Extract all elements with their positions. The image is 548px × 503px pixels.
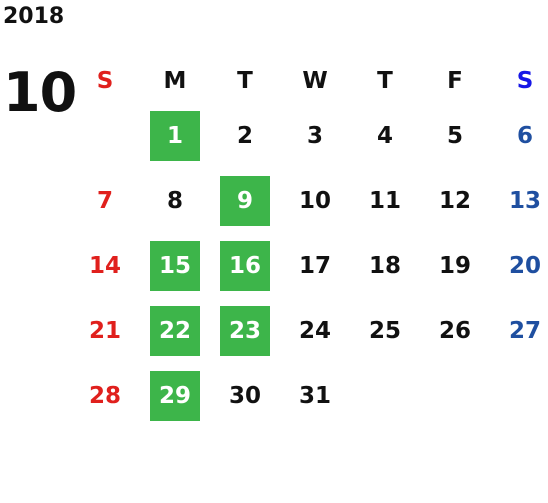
day-number: 9	[220, 176, 270, 226]
day-cell[interactable]: 30	[210, 370, 280, 422]
highlighted-day-cell[interactable]: 16	[210, 240, 280, 292]
day-cell[interactable]: 4	[350, 110, 420, 162]
day-number: 21	[88, 318, 121, 344]
day-cell[interactable]: 18	[350, 240, 420, 292]
day-cell[interactable]: 11	[350, 175, 420, 227]
day-cell[interactable]: 14	[70, 240, 140, 292]
weekday-wednesday: W	[302, 68, 328, 94]
day-number: 5	[446, 123, 463, 149]
day-cell[interactable]: 6	[490, 110, 548, 162]
day-number: 10	[298, 188, 331, 214]
day-number: 1	[150, 111, 200, 161]
day-cell[interactable]: 10	[280, 175, 350, 227]
calendar-week-row: 14 15 16 17 18 19 20	[70, 240, 548, 305]
day-number: 17	[298, 253, 331, 279]
highlighted-day-cell[interactable]: 23	[210, 305, 280, 357]
highlighted-day-cell[interactable]: 22	[140, 305, 210, 357]
day-number: 18	[368, 253, 401, 279]
day-cell[interactable]: 3	[280, 110, 350, 162]
calendar-week-row: 21 22 23 24 25 26 27	[70, 305, 548, 370]
day-cell[interactable]: 21	[70, 305, 140, 357]
day-number: 22	[150, 306, 200, 356]
day-cell[interactable]: 27	[490, 305, 548, 357]
weekday-saturday: S	[516, 68, 534, 94]
day-number: 16	[220, 241, 270, 291]
day-number: 7	[96, 188, 113, 214]
day-number: 23	[220, 306, 270, 356]
day-cell[interactable]: 5	[420, 110, 490, 162]
day-number: 27	[508, 318, 541, 344]
weekday-friday: F	[447, 68, 463, 94]
day-cell[interactable]: 31	[280, 370, 350, 422]
calendar-week-row: 28 29 30 31	[70, 370, 548, 435]
day-number: 8	[166, 188, 183, 214]
day-cell[interactable]: 28	[70, 370, 140, 422]
highlighted-day-cell[interactable]: 1	[140, 110, 210, 162]
calendar-week-row: 7 8 9 10 11 12 13	[70, 175, 548, 240]
day-cell[interactable]: 20	[490, 240, 548, 292]
weekday-header-row: S M T W T F S	[70, 58, 548, 110]
highlighted-day-cell[interactable]: 15	[140, 240, 210, 292]
day-cell[interactable]: 2	[210, 110, 280, 162]
day-number: 12	[438, 188, 471, 214]
day-cell[interactable]: 17	[280, 240, 350, 292]
day-cell[interactable]: 25	[350, 305, 420, 357]
empty-day-cell	[420, 370, 490, 422]
day-number: 29	[150, 371, 200, 421]
day-number: 19	[438, 253, 471, 279]
day-number: 24	[298, 318, 331, 344]
day-cell[interactable]: 24	[280, 305, 350, 357]
day-number: 30	[228, 383, 261, 409]
day-cell[interactable]: 13	[490, 175, 548, 227]
day-number: 20	[508, 253, 541, 279]
empty-day-cell	[490, 370, 548, 422]
weekday-tuesday: T	[237, 68, 253, 94]
weekday-thursday: T	[377, 68, 393, 94]
day-cell[interactable]: 7	[70, 175, 140, 227]
year-label: 2018	[3, 4, 65, 29]
highlighted-day-cell[interactable]: 29	[140, 370, 210, 422]
day-cell[interactable]: 8	[140, 175, 210, 227]
day-number: 26	[438, 318, 471, 344]
day-number: 3	[306, 123, 323, 149]
day-number: 6	[516, 123, 533, 149]
day-number: 15	[150, 241, 200, 291]
day-number: 14	[88, 253, 121, 279]
day-number: 2	[236, 123, 253, 149]
month-number: 10	[3, 61, 77, 124]
weekday-sunday: S	[96, 68, 114, 94]
day-cell[interactable]: 12	[420, 175, 490, 227]
highlighted-day-cell[interactable]: 9	[210, 175, 280, 227]
calendar-week-row: 1 2 3 4 5 6	[70, 110, 548, 175]
day-number: 13	[508, 188, 541, 214]
day-number: 4	[376, 123, 393, 149]
day-number: 31	[298, 383, 331, 409]
day-cell[interactable]: 26	[420, 305, 490, 357]
day-cell[interactable]: 19	[420, 240, 490, 292]
empty-day-cell	[70, 110, 140, 162]
day-number: 25	[368, 318, 401, 344]
day-number: 11	[368, 188, 401, 214]
empty-day-cell	[350, 370, 420, 422]
day-number: 28	[88, 383, 121, 409]
weekday-monday: M	[163, 68, 187, 94]
